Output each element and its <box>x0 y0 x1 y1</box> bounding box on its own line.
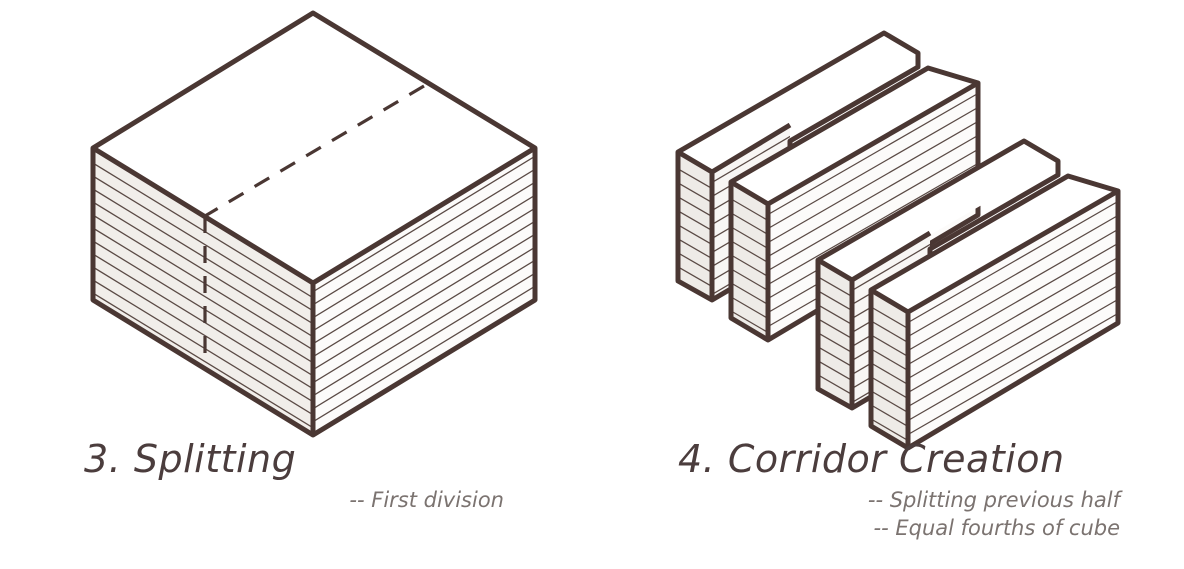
slab-b-front-top-face <box>871 176 1118 312</box>
slab-a-back-left-face <box>678 152 712 300</box>
figure-corridor-slabs <box>675 30 1121 451</box>
panel-title-splitting: 3. Splitting <box>84 437 297 481</box>
panel-subtitle-corridor-1: -- Splitting previous half <box>867 487 1120 512</box>
cube-left-face <box>93 148 313 435</box>
slab-b-back-left-face <box>818 260 852 408</box>
slab-a-front-left-face <box>731 182 768 340</box>
slab-b-front <box>868 173 1121 451</box>
slab-a-back-top-face <box>678 33 918 172</box>
cube-right-face-strata <box>313 151 535 427</box>
caption-splitting: 3. Splitting -- First division <box>84 437 504 514</box>
split-dashed-top <box>204 84 425 218</box>
panel-subtitles-corridor-creation: -- Splitting previous half -- Equal four… <box>678 486 1120 543</box>
panel-subtitles-splitting: -- First division <box>84 486 504 514</box>
figure-splitting-cube <box>90 10 538 438</box>
slab-a-back-outline <box>675 30 921 303</box>
slab-b-back-outline <box>815 138 1061 411</box>
panel-title-corridor-creation: 4. Corridor Creation <box>678 437 1065 481</box>
slab-b-back-top-face <box>818 141 1058 280</box>
slab-b-front-right-strata <box>908 197 1118 448</box>
panel-subtitle-corridor-2: -- Equal fourths of cube <box>873 516 1120 541</box>
caption-corridor-creation: 4. Corridor Creation -- Splitting previo… <box>678 437 1120 543</box>
panel-subtitle-splitting-1: -- First division <box>349 487 504 512</box>
slab-b-front-left-face <box>871 290 908 448</box>
cube-right-face <box>313 148 535 435</box>
slab-b-front-right-face <box>908 191 1118 448</box>
slab-a-front-top-face <box>731 68 978 204</box>
